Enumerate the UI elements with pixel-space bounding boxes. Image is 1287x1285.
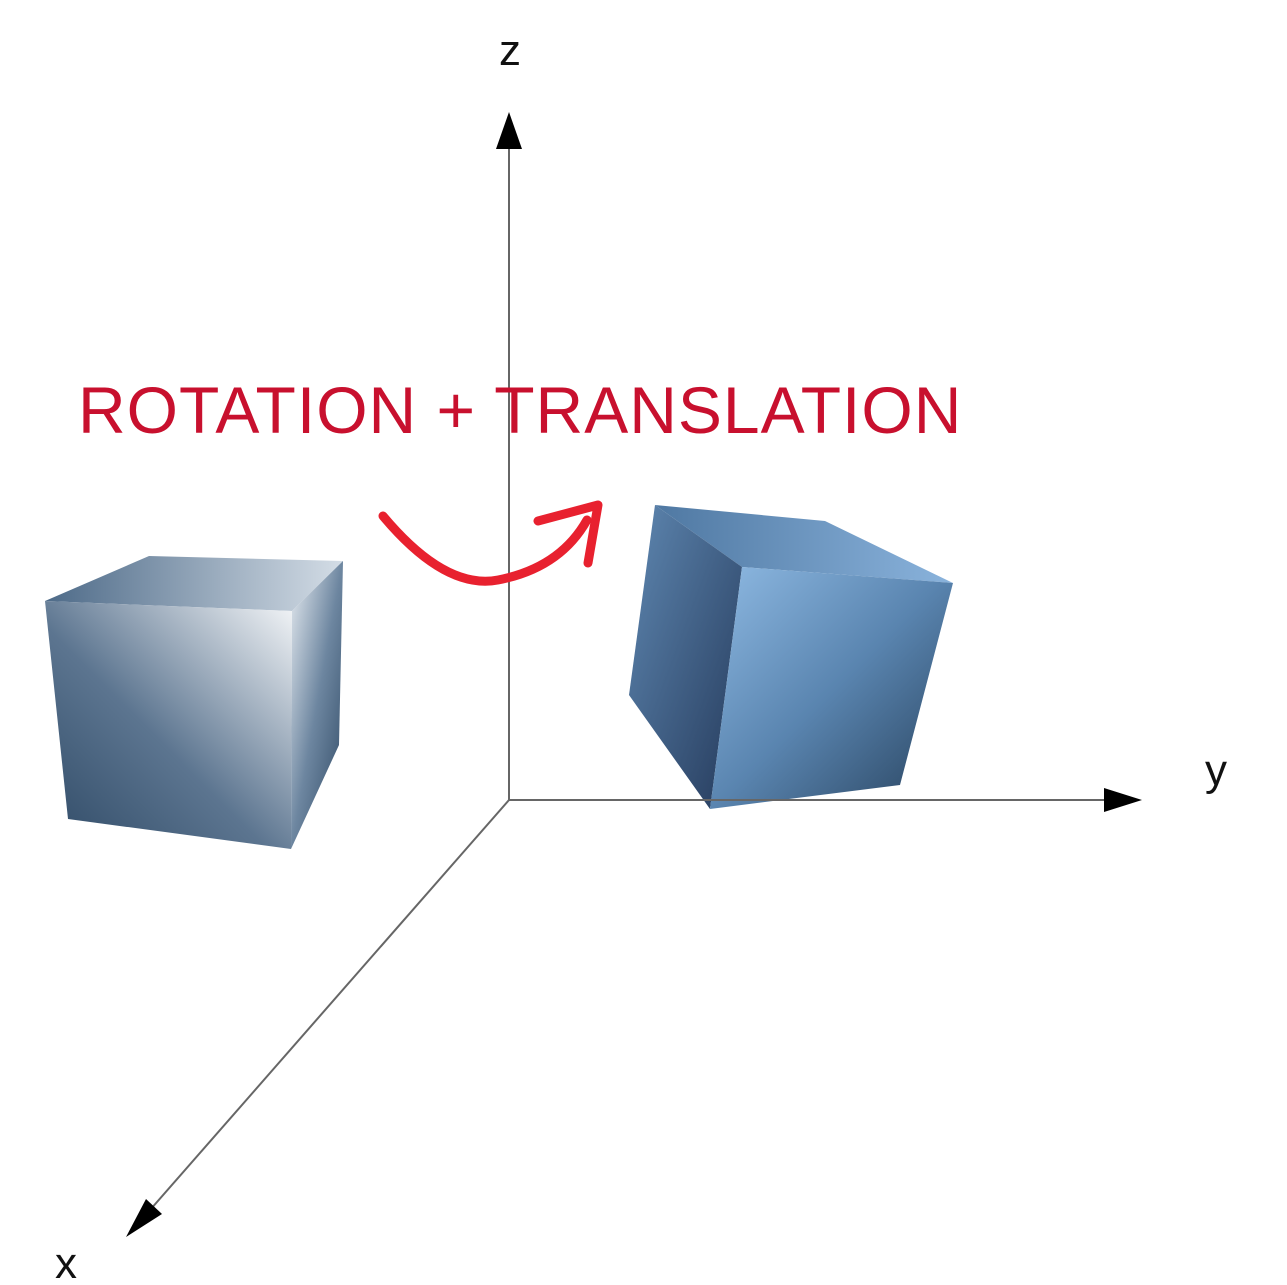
curved-arrow-icon xyxy=(378,500,603,586)
original-cube-front-face xyxy=(45,601,292,849)
x-axis-arrowhead xyxy=(126,1199,162,1237)
transformed-cube-front-face xyxy=(710,567,953,809)
original-cube-top-face xyxy=(45,556,343,611)
original-cube xyxy=(45,556,343,849)
diagram-title: ROTATION + TRANSLATION xyxy=(78,373,962,447)
curved-arrow-head xyxy=(533,500,603,568)
y-axis-label: y xyxy=(1205,746,1227,795)
x-axis xyxy=(149,799,510,1211)
x-axis-label: x xyxy=(55,1239,77,1285)
transformed-cube xyxy=(629,505,953,809)
axes xyxy=(126,112,1142,1237)
curved-arrow-shaft xyxy=(378,511,592,586)
transformed-cube-left-face xyxy=(629,505,742,809)
original-cube-side-face xyxy=(291,561,343,849)
z-axis-arrowhead xyxy=(496,112,522,149)
z-axis-label: z xyxy=(499,26,521,75)
transformed-cube-top-face xyxy=(655,505,953,583)
y-axis-arrowhead xyxy=(1104,788,1142,812)
